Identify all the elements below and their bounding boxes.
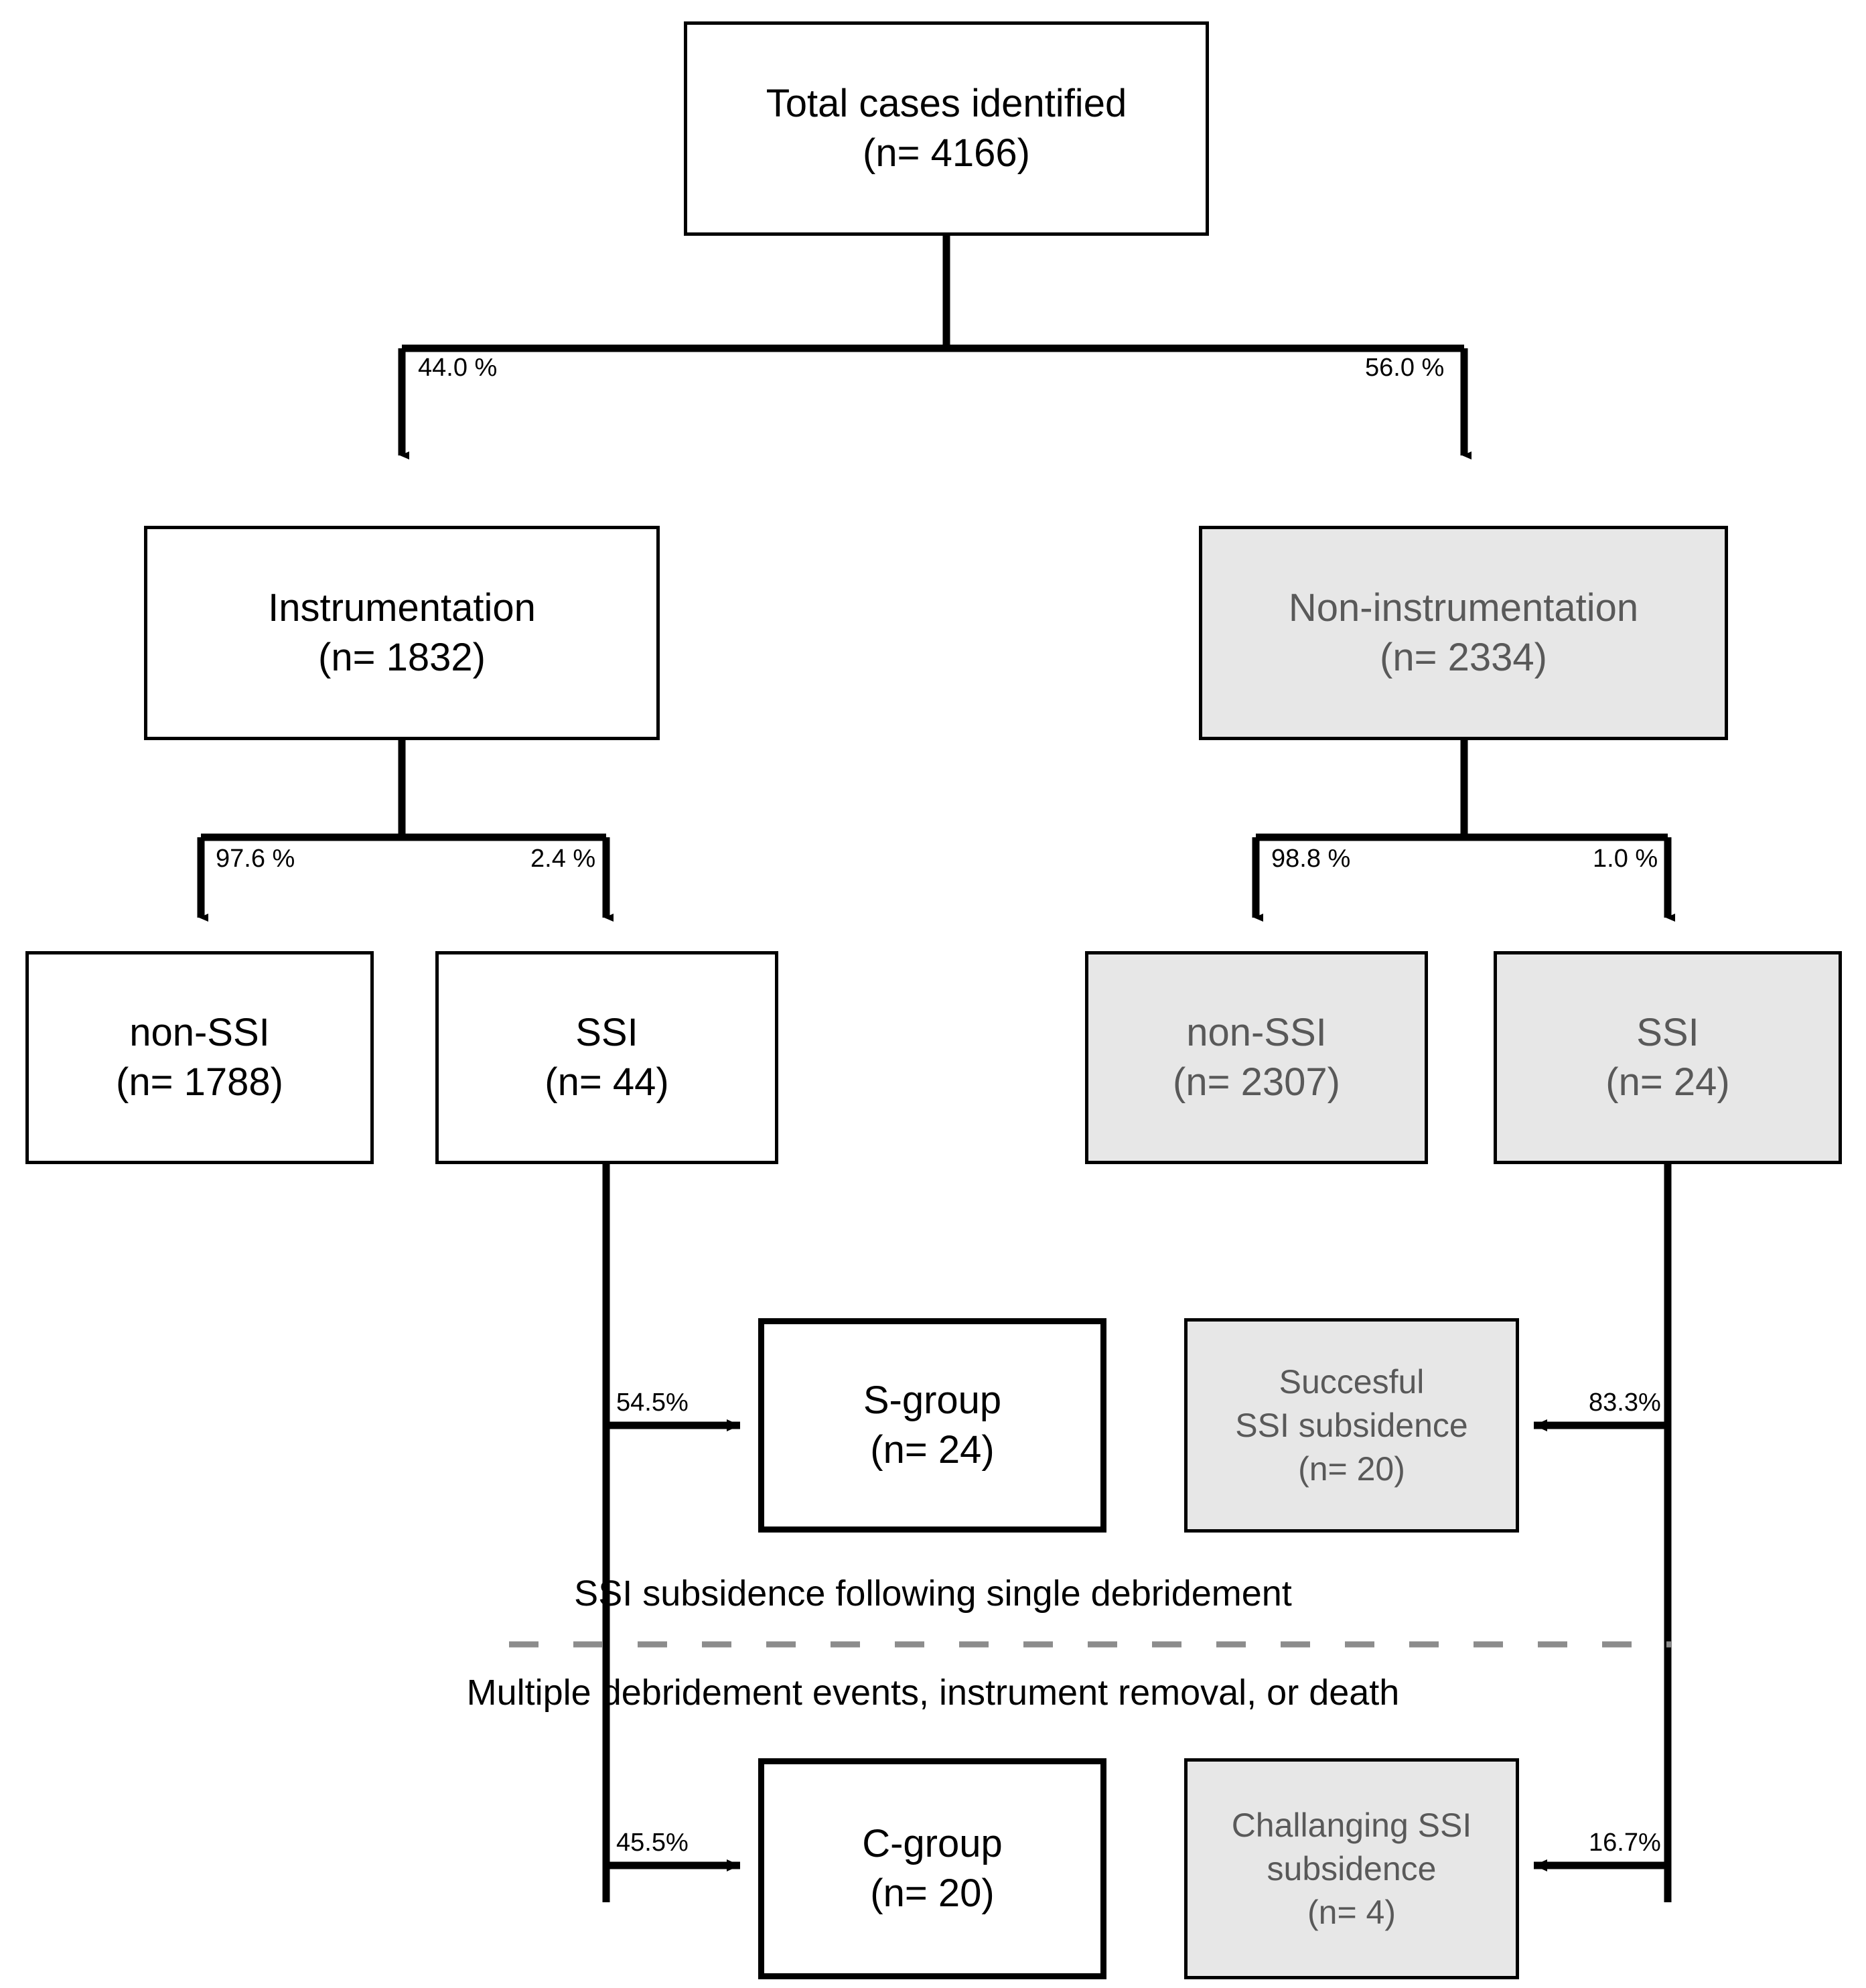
divider-text-above: SSI subsidence following single debridem… (574, 1573, 1292, 1614)
node-non-instrumented-non-ssi-label: non-SSI (1186, 1010, 1327, 1054)
edge-label-ssi-to-s-group: 54.5% (616, 1389, 689, 1417)
edge-label-ssi-to-successful: 83.3% (1589, 1389, 1661, 1417)
node-successful-count: (n= 20) (1298, 1449, 1405, 1488)
node-successful-ssi-subsidence: Succesful SSI subsidence (n= 20) (1184, 1318, 1519, 1533)
edge-label-ssi-to-c-group: 45.5% (616, 1829, 689, 1857)
edge-label-noninstr-to-ssi: 1.0 % (1593, 845, 1658, 873)
node-challenging-ssi-subsidence: Challanging SSI subsidence (n= 4) (1184, 1758, 1519, 1979)
node-instrumented-ssi-label: SSI (575, 1010, 638, 1054)
node-non-instrumented-ssi-count: (n= 24) (1605, 1060, 1730, 1104)
node-challenging-line2: subsidence (1267, 1849, 1437, 1888)
edge-label-instr-to-ssi: 2.4 % (530, 845, 596, 873)
divider-text-below: Multiple debridement events, instrument … (466, 1673, 1400, 1713)
edge-instrumentation-split (201, 740, 606, 841)
node-instrumented-non-ssi-count: (n= 1788) (116, 1060, 283, 1104)
node-successful-line2: SSI subsidence (1235, 1406, 1468, 1444)
node-c-group-label: C-group (862, 1821, 1003, 1865)
node-non-instrumented-ssi-label: SSI (1636, 1010, 1699, 1054)
node-non-instrumentation-label: Non-instrumentation (1288, 585, 1639, 630)
node-instrumentation: Instrumentation (n= 1832) (144, 526, 660, 740)
node-total-cases-label: Total cases identified (766, 81, 1127, 125)
node-s-group-label: S-group (863, 1378, 1002, 1422)
node-instrumented-ssi-count: (n= 44) (545, 1060, 669, 1104)
edge-label-ssi-to-challenging: 16.7% (1589, 1829, 1661, 1857)
edge-label-instr-to-non-ssi: 97.6 % (216, 845, 295, 873)
node-challenging-line1: Challanging SSI (1231, 1806, 1472, 1844)
node-challenging-count: (n= 4) (1307, 1893, 1396, 1931)
edge-label-total-to-non-instrumentation: 56.0 % (1365, 354, 1445, 382)
node-instrumented-ssi: SSI (n= 44) (435, 951, 778, 1164)
edge-non-instrumentation-split (1256, 740, 1668, 841)
node-total-cases: Total cases identified (n= 4166) (684, 21, 1209, 236)
node-s-group-count: (n= 24) (870, 1428, 995, 1472)
node-non-instrumentation-count: (n= 2334) (1380, 636, 1547, 679)
node-instrumentation-label: Instrumentation (268, 585, 536, 630)
node-instrumented-non-ssi-label: non-SSI (129, 1010, 270, 1054)
node-non-instrumented-non-ssi: non-SSI (n= 2307) (1085, 951, 1428, 1164)
edge-label-noninstr-to-non-ssi: 98.8 % (1271, 845, 1351, 873)
node-non-instrumented-ssi: SSI (n= 24) (1494, 951, 1842, 1164)
edge-label-total-to-instrumentation: 44.0 % (418, 354, 498, 382)
node-instrumentation-count: (n= 1832) (318, 636, 486, 679)
node-c-group: C-group (n= 20) (758, 1758, 1106, 1979)
node-instrumented-non-ssi: non-SSI (n= 1788) (25, 951, 374, 1164)
node-total-cases-count: (n= 4166) (863, 131, 1030, 175)
node-s-group: S-group (n= 24) (758, 1318, 1106, 1533)
node-c-group-count: (n= 20) (870, 1871, 995, 1915)
node-non-instrumentation: Non-instrumentation (n= 2334) (1199, 526, 1728, 740)
node-successful-line1: Succesful (1279, 1362, 1425, 1401)
node-non-instrumented-non-ssi-count: (n= 2307) (1173, 1060, 1340, 1104)
edge-total-split (402, 236, 1464, 352)
